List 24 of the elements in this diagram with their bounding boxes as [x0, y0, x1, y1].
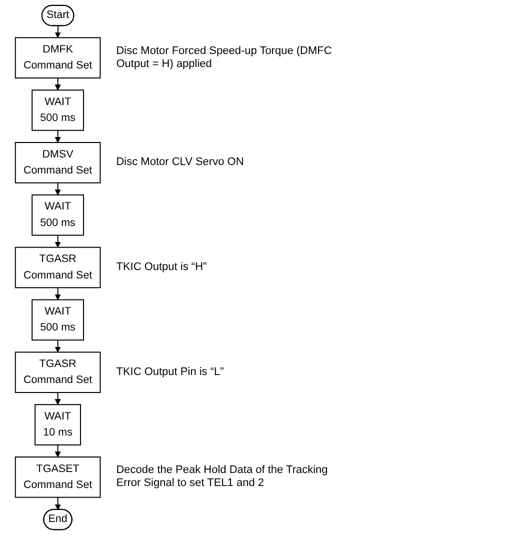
arrow: [54, 235, 61, 248]
node-box: TGASET Command Set: [14, 456, 101, 498]
arrow: [54, 130, 61, 143]
step-description: Disc Motor Forced Speed-up Torque (DMFC Output = H) applied: [116, 44, 333, 71]
arrow: [54, 26, 61, 38]
step-description: TKIC Output is “H”: [116, 261, 207, 274]
arrow: [54, 497, 61, 510]
node-box: TGASR Command Set: [14, 246, 101, 288]
arrow: [54, 444, 61, 458]
step-description: Disc Motor CLV Servo ON: [116, 156, 244, 170]
node-box: DMSV Command Set: [14, 142, 101, 184]
arrow: [54, 340, 61, 352]
node-box: WAIT 500 ms: [32, 299, 84, 341]
node-box: DMFK Command Set: [14, 37, 101, 78]
step-description: TKIC Output Pin is “L”: [116, 366, 224, 379]
arrow: [54, 288, 61, 300]
arrow: [54, 78, 61, 90]
step-description: Decode the Peak Hold Data of the Tracking Error Signal to set TEL1 and 2: [116, 464, 329, 490]
node-box: WAIT 500 ms: [32, 194, 84, 236]
node-box: WAIT 10 ms: [34, 404, 82, 446]
arrow: [54, 392, 61, 405]
node-box: WAIT 500 ms: [32, 90, 84, 131]
arrow: [54, 182, 61, 196]
node-box: TGASR Command Set: [14, 352, 101, 393]
